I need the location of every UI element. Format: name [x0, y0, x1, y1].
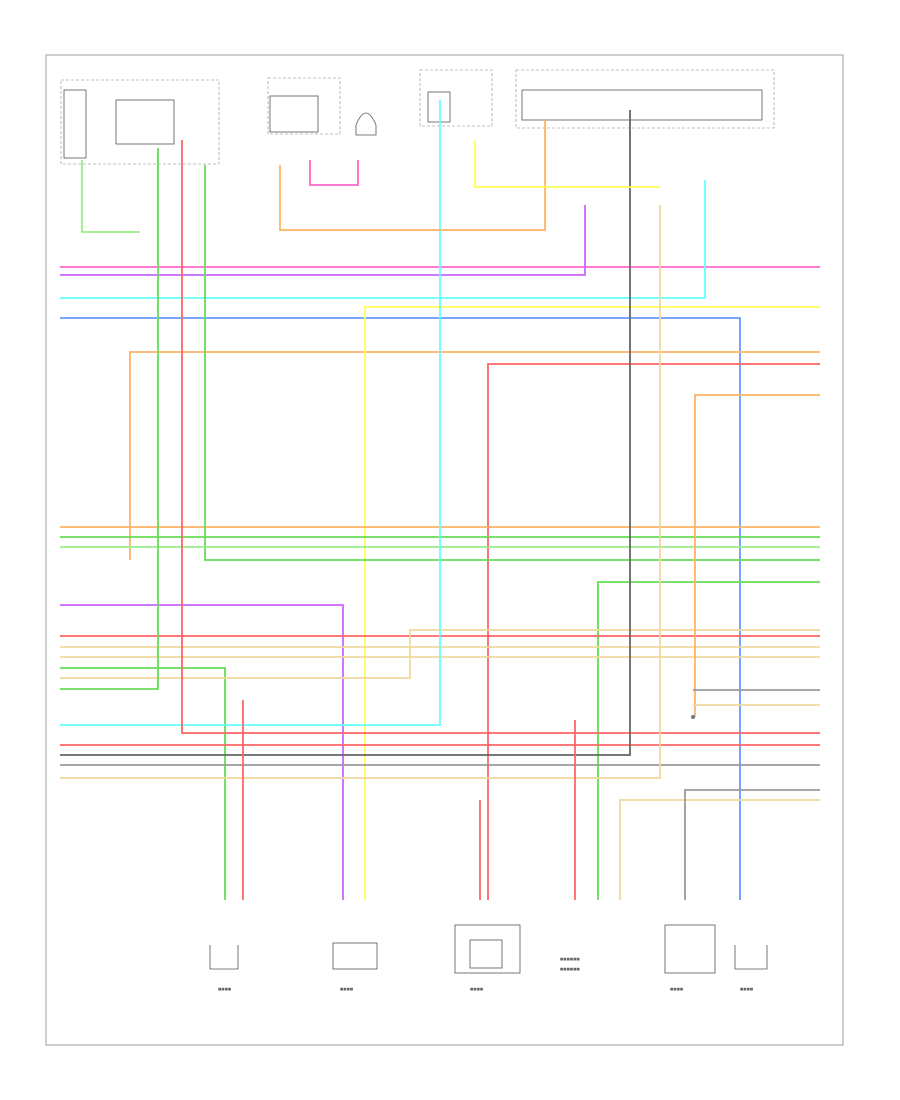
wire-cyan-19	[60, 100, 441, 726]
top-component-group	[60, 69, 775, 165]
wire-gray-29	[684, 789, 820, 900]
svg-text:■■■■: ■■■■	[670, 987, 683, 991]
wire-green-16	[60, 667, 226, 900]
bottom-component-sensor-3: ■■■■	[454, 924, 521, 991]
wire-orange-4	[129, 351, 820, 560]
bottom-component-sensor-6: ■■■■	[734, 945, 768, 991]
svg-text:■■■■■■: ■■■■■■	[560, 957, 580, 961]
wire-green-11	[597, 581, 820, 900]
bottom-component-switch-2: ■■■■	[332, 942, 378, 991]
wire-tan-28	[619, 799, 820, 900]
svg-text:■■■■: ■■■■	[740, 987, 753, 991]
wire-harness	[60, 100, 820, 900]
wire-tan-17	[60, 629, 820, 679]
splice-point	[691, 715, 695, 719]
wire-orange-30	[279, 120, 546, 231]
wire-green-9	[204, 165, 820, 561]
svg-text:■■■■: ■■■■	[340, 987, 353, 991]
wire-cyan-2	[60, 180, 706, 299]
svg-text:■■■■■■: ■■■■■■	[560, 967, 580, 971]
wire-lightgreen-31	[81, 160, 140, 233]
wire-yellow-33	[474, 140, 660, 188]
wire-darkgray-22	[60, 110, 631, 756]
bottom-component-sensor-5: ■■■■	[664, 924, 716, 991]
svg-text:■■■■: ■■■■	[470, 987, 483, 991]
wire-orange-25	[694, 394, 820, 717]
wire-blue-3	[60, 317, 741, 900]
wire-green-18	[60, 148, 159, 690]
svg-text:■■■■: ■■■■	[218, 987, 231, 991]
wire-violet-12	[60, 604, 344, 900]
wire-tan-24	[60, 205, 661, 779]
wire-red-5	[487, 363, 820, 900]
diagram-frame	[45, 54, 844, 1046]
wire-pink-32	[309, 160, 359, 186]
wire-violet-1	[60, 205, 586, 276]
wire-red-20	[181, 140, 820, 734]
wire-yellow-6	[364, 306, 820, 900]
bottom-component-sensor-1: ■■■■	[209, 945, 239, 991]
bottom-component-sensor-4: ■■■■■■ ■■■■■■	[560, 957, 580, 971]
